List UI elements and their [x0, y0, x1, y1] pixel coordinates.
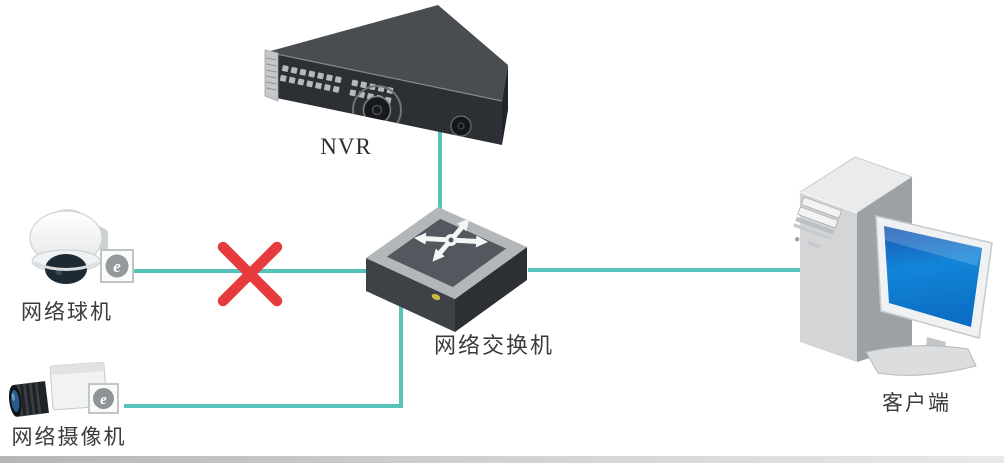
dome-camera-mount-badge: e [100, 249, 134, 283]
nvr-right-face [502, 65, 508, 145]
monitor-screen-glare [884, 226, 982, 266]
box-camera-label: 网络摄像机 [11, 425, 127, 449]
nvr-end-cap-vents [266, 57, 277, 91]
nvr-front-controls [279, 65, 472, 137]
nvr-label: NVR [320, 134, 372, 159]
nvr-edge-highlight [266, 51, 503, 102]
switch-device [366, 207, 527, 332]
monitor-screen [884, 226, 982, 327]
monitor-base [865, 345, 977, 376]
nvr-knob [450, 115, 472, 137]
tower-front-face [800, 192, 857, 362]
nvr-jog-dial [362, 95, 392, 125]
bottom-border-bar [0, 456, 1004, 463]
e-logo-letter: e [100, 392, 107, 408]
switch-label: 网络交换机 [433, 333, 554, 358]
dome-camera-label: 网络球机 [21, 300, 113, 324]
connection-boxcamera-switch [124, 296, 403, 408]
switch-front-face [366, 258, 455, 332]
box-camera-device: e [8, 361, 119, 417]
error-cross-icon [217, 241, 283, 307]
tower-drive-bays [793, 196, 843, 249]
box-camera-mount-badge: e [88, 383, 119, 414]
e-logo-icon [93, 388, 114, 409]
client-pc-device [793, 156, 993, 376]
box-camera-lens [8, 381, 49, 417]
tower-power-button [794, 237, 800, 242]
switch-right-face [455, 247, 527, 332]
dome-camera-device: e [29, 209, 134, 284]
nvr-top-face [267, 5, 508, 101]
e-logo-icon [105, 254, 129, 278]
nvr-device [264, 5, 508, 145]
client-label: 客户端 [882, 391, 951, 415]
switch-led [431, 293, 441, 301]
switch-arrows-icon [414, 218, 488, 262]
e-logo-letter: e [113, 257, 121, 276]
